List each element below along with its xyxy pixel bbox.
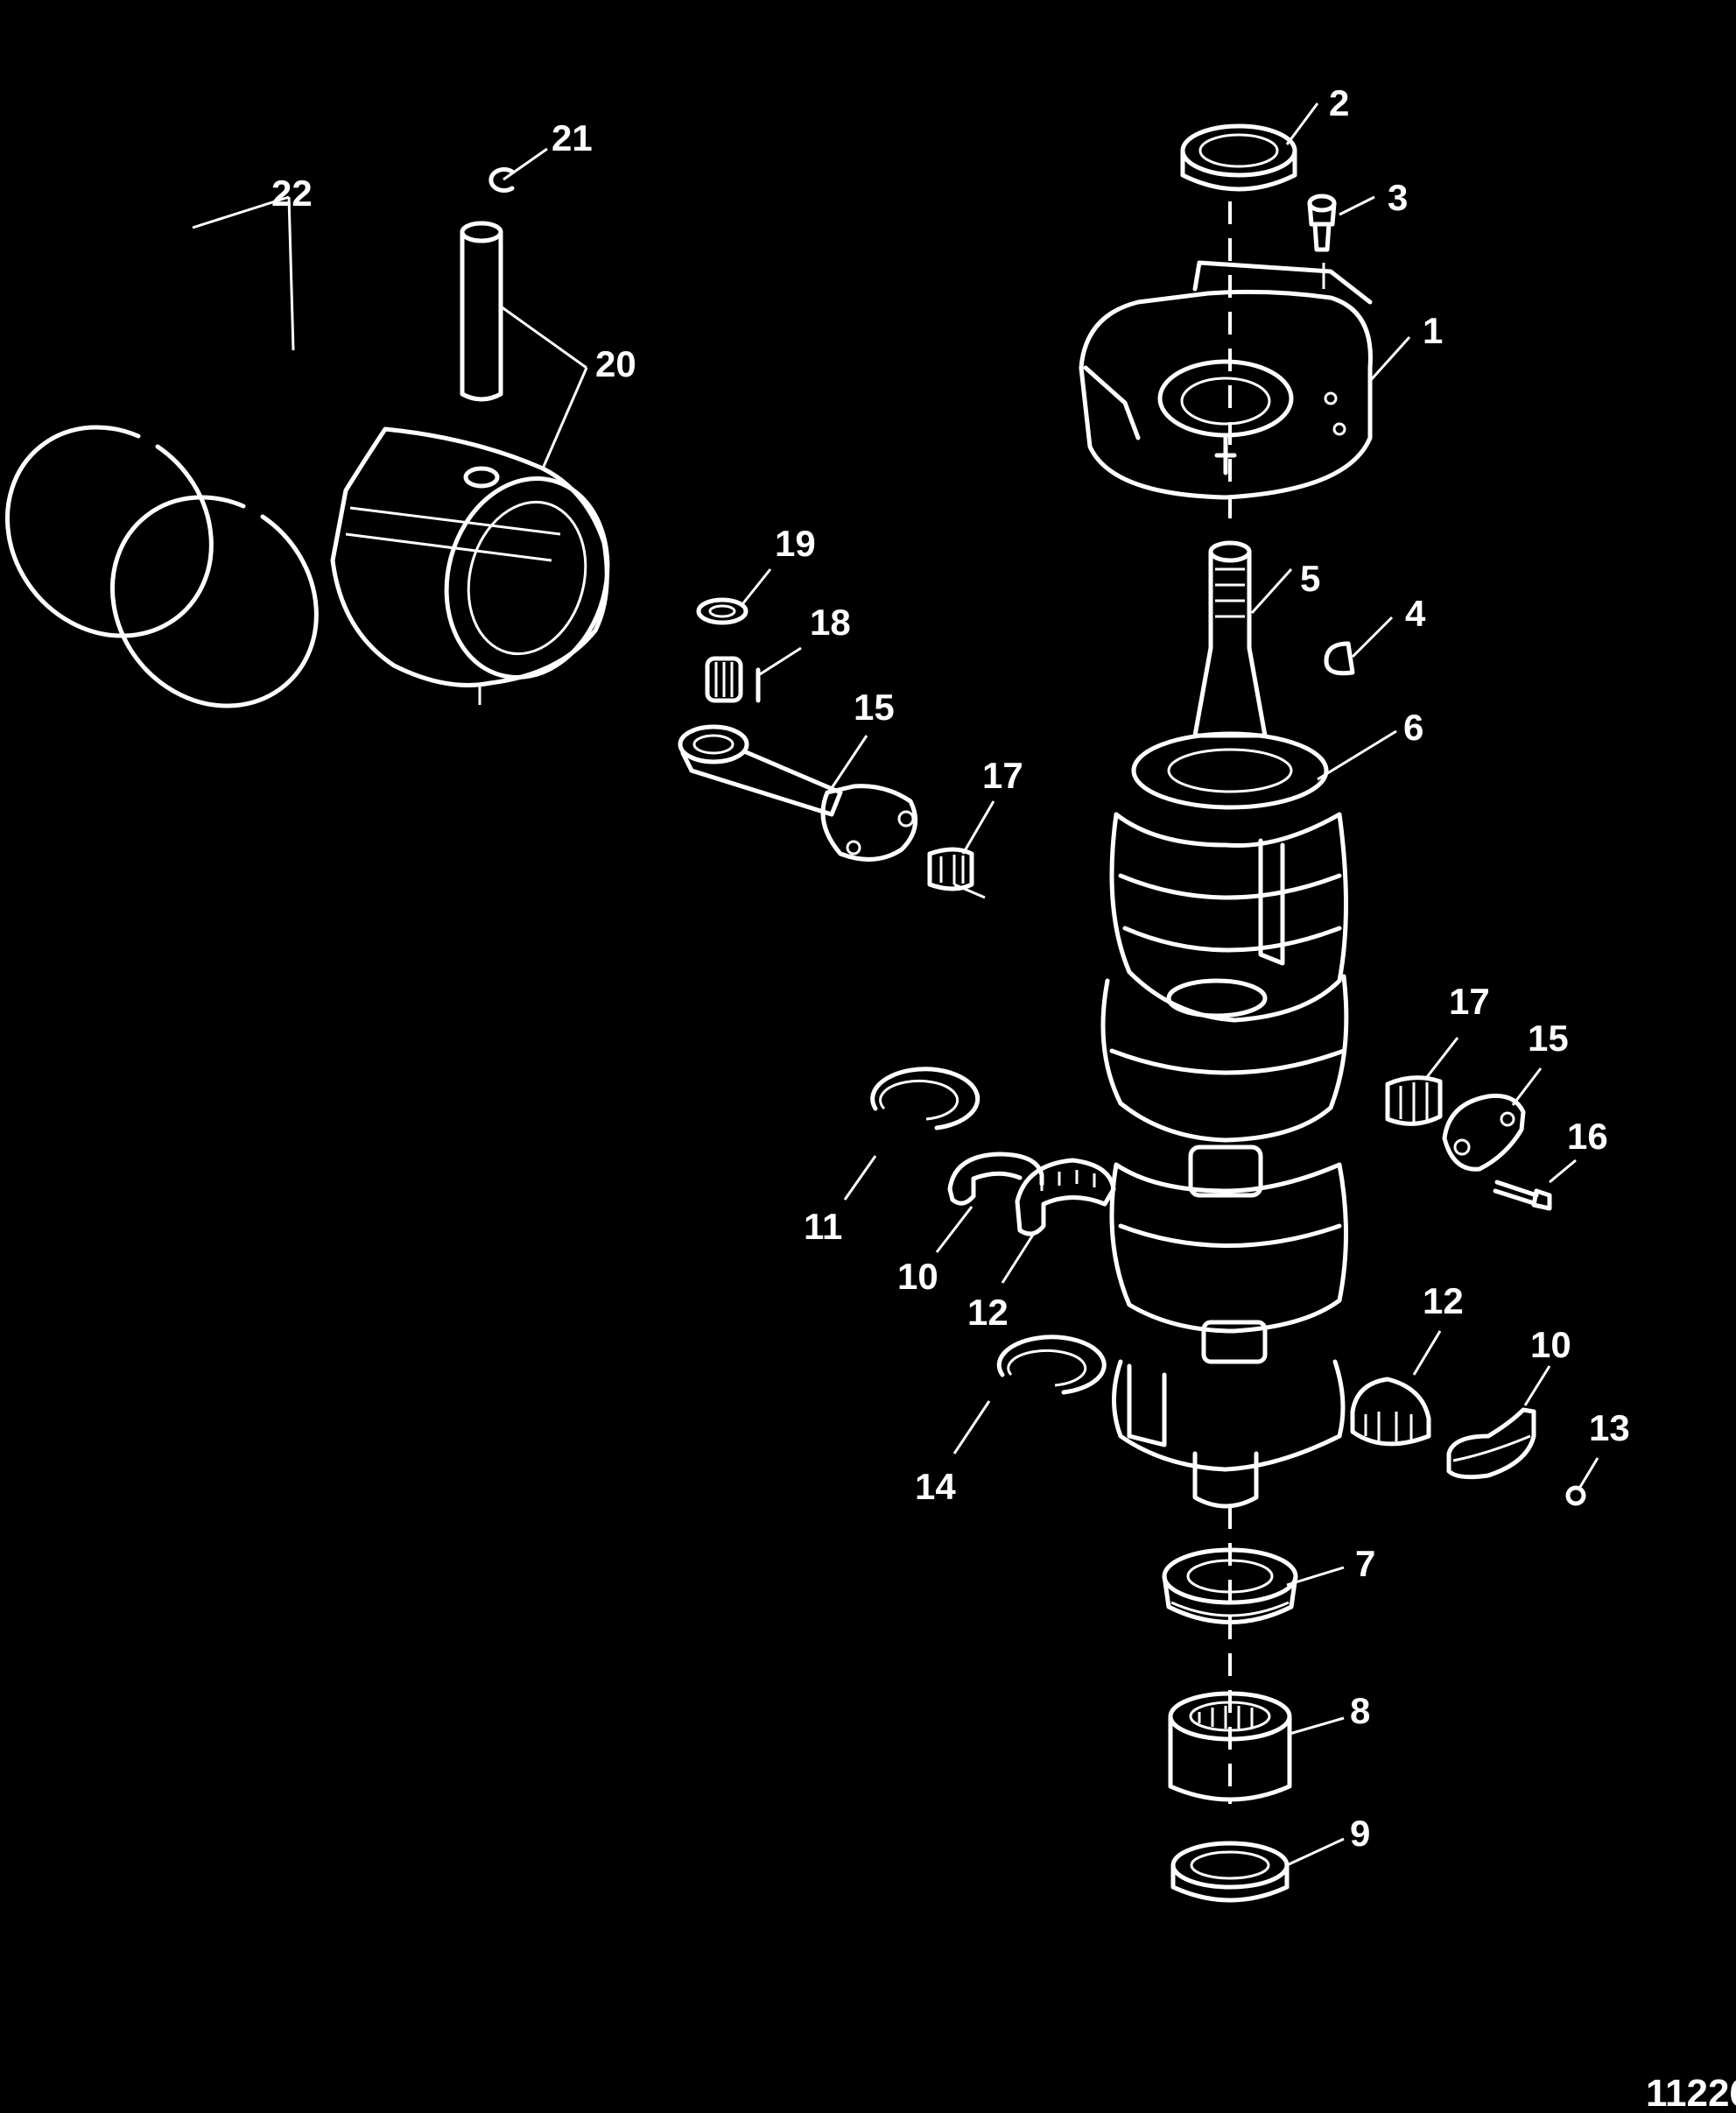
part-bearing-needle-right [1350, 1377, 1431, 1447]
callout-5: 5 [1300, 558, 1320, 599]
callout-12-right: 12 [1423, 1280, 1464, 1321]
callout-17-right: 17 [1449, 981, 1490, 1022]
callout-10-right: 10 [1530, 1324, 1571, 1365]
part-seal-housing-lower [1162, 1547, 1298, 1624]
part-piston-rings [4, 425, 319, 708]
part-bearing-cage-upper [927, 847, 986, 899]
callout-7: 7 [1355, 1543, 1375, 1584]
part-locating-pin [1565, 1485, 1586, 1506]
callout-13: 13 [1589, 1407, 1630, 1448]
callout-2: 2 [1329, 82, 1349, 123]
callout-18: 18 [810, 602, 851, 643]
part-small-end-bearing [705, 656, 761, 703]
callout-8: 8 [1350, 1690, 1370, 1731]
callout-15-upper: 15 [854, 687, 895, 728]
part-rod-cap [1442, 1093, 1526, 1172]
part-crankshaft [1100, 731, 1349, 1509]
callout-21: 21 [552, 117, 593, 158]
callout-4: 4 [1405, 593, 1426, 634]
callout-9: 9 [1350, 1813, 1370, 1854]
part-crankshaft-taper [1192, 540, 1268, 738]
callout-1: 1 [1423, 310, 1443, 351]
callout-22: 22 [271, 173, 313, 214]
part-retaining-ring-lower [996, 1335, 1107, 1395]
callout-17-upper: 17 [982, 755, 1023, 796]
callout-14: 14 [915, 1466, 956, 1507]
part-retaining-ring-left [870, 1067, 980, 1130]
callout-20: 20 [595, 343, 636, 384]
part-bearing-race-right [1446, 1407, 1536, 1480]
part-key [1324, 641, 1355, 676]
part-bearing-cage-right [1385, 1075, 1443, 1126]
leader-lines [192, 102, 1599, 1867]
part-end-cap [1079, 260, 1373, 500]
callout-19: 19 [775, 523, 816, 564]
callout-labels: 1 2 3 4 5 6 7 8 9 10 10 11 12 12 13 14 1… [271, 82, 1736, 2113]
part-thrust-washer [696, 597, 749, 625]
part-bearing-race-left [947, 1152, 1044, 1206]
part-screw-top [1307, 194, 1337, 289]
figure-number: 11226 [1646, 2072, 1736, 2113]
part-seal-top [1180, 123, 1297, 192]
callout-10-left: 10 [897, 1256, 938, 1297]
part-seal-lower [1170, 1841, 1290, 1903]
callout-15-right: 15 [1528, 1018, 1569, 1059]
part-rod-bolt [1493, 1180, 1552, 1211]
callout-12-left: 12 [967, 1292, 1009, 1333]
callout-3: 3 [1388, 177, 1408, 218]
callout-6: 6 [1403, 707, 1423, 748]
part-needle-bearing [1168, 1691, 1292, 1802]
callout-16: 16 [1567, 1116, 1608, 1157]
callout-11: 11 [804, 1206, 842, 1247]
part-connecting-rod [678, 724, 918, 862]
part-piston-and-pin [330, 221, 610, 705]
part-piston-pin-clip [488, 167, 515, 193]
part-bearing-needle-left [1015, 1158, 1116, 1236]
